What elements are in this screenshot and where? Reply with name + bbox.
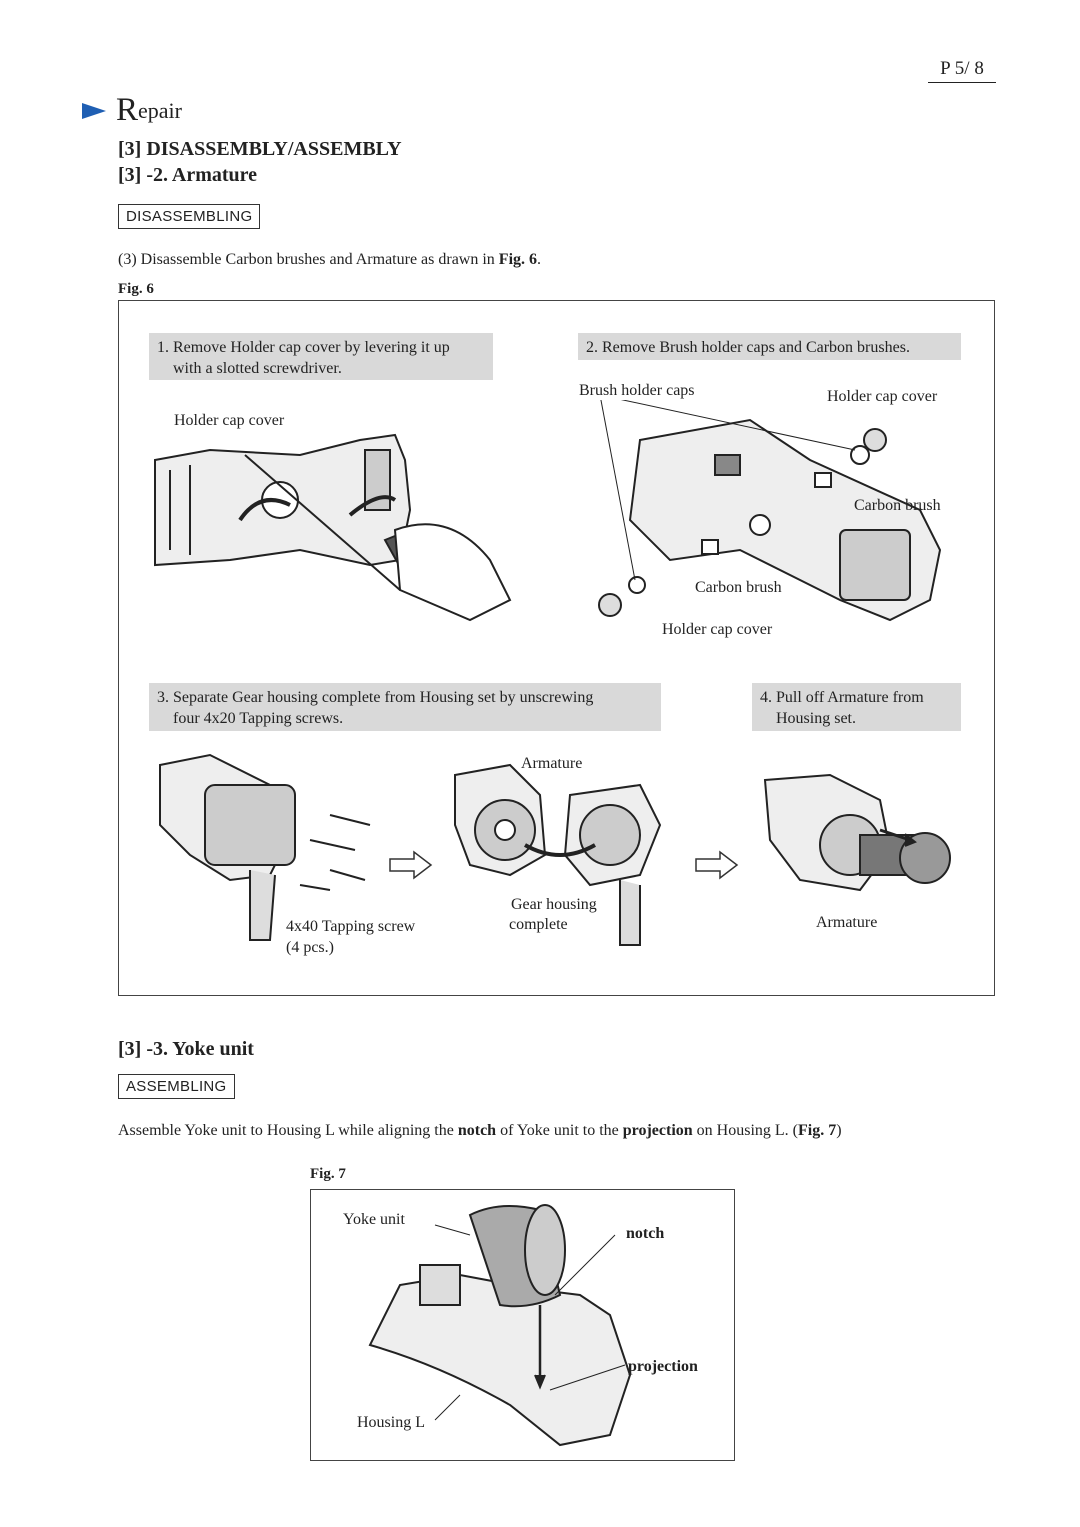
- housing-l-label: Housing L: [357, 1414, 425, 1431]
- projection-label: projection: [628, 1358, 698, 1375]
- repair-title-rest: epair: [138, 97, 182, 123]
- armature-gear-housing-illustration: [454, 763, 662, 946]
- brush-holder-illustration: [598, 400, 942, 622]
- arrow-right-icon-2: [695, 850, 739, 880]
- assembling-label: ASSEMBLING: [118, 1074, 235, 1099]
- holder-cap-cover-illustration: [154, 433, 512, 622]
- fig7-label: Fig. 7: [310, 1166, 346, 1182]
- carbon-brush-label-1: Carbon brush: [854, 497, 941, 514]
- page-number: P 5/ 8: [928, 58, 996, 83]
- step-2-box: 2. Remove Brush holder caps and Carbon b…: [578, 333, 961, 360]
- section-heading: [3] DISASSEMBLY/ASSEMBLY: [118, 138, 402, 160]
- repair-title: R epair: [82, 92, 182, 129]
- yoke-subheading: [3] -3. Yoke unit: [118, 1038, 254, 1060]
- carbon-brush-label-2: Carbon brush: [695, 579, 782, 596]
- brush-holder-caps-label: Brush holder caps: [579, 382, 695, 399]
- yoke-instruction: Assemble Yoke unit to Housing L while al…: [118, 1122, 842, 1139]
- gear-housing-screws-illustration: [159, 753, 371, 941]
- holder-cap-cover-label-2: Holder cap cover: [827, 388, 938, 405]
- complete-label: complete: [509, 916, 568, 933]
- pcs-label: (4 pcs.): [286, 939, 334, 956]
- armature-instruction: (3) Disassemble Carbon brushes and Armat…: [118, 251, 542, 268]
- notch-label: notch: [626, 1225, 665, 1242]
- armature-label-1: Armature: [521, 755, 583, 772]
- arrow-right-icon: [389, 850, 433, 880]
- repair-title-initial: R: [116, 92, 139, 128]
- triangle-marker-icon: [82, 102, 106, 119]
- step-1-box: 1. Remove Holder cap cover by levering i…: [149, 333, 493, 380]
- disassembling-label: DISASSEMBLING: [118, 204, 261, 229]
- step-4-box: 4. Pull off Armature from Housing set.: [752, 683, 961, 731]
- armature-label-2: Armature: [816, 914, 878, 931]
- step-3-box: 3. Separate Gear housing complete from H…: [149, 683, 661, 731]
- armature-subheading: [3] -2. Armature: [118, 164, 258, 186]
- yoke-housing-illustration: [368, 1204, 632, 1447]
- tapping-screw-label: 4x40 Tapping screw: [286, 918, 416, 935]
- gear-housing-label: Gear housing: [511, 896, 597, 913]
- holder-cap-cover-label-1: Holder cap cover: [174, 412, 285, 429]
- holder-cap-cover-label-3: Holder cap cover: [662, 621, 773, 638]
- fig6-label: Fig. 6: [118, 281, 154, 297]
- armature-pull-illustration: [763, 773, 951, 892]
- yoke-unit-label: Yoke unit: [343, 1211, 405, 1228]
